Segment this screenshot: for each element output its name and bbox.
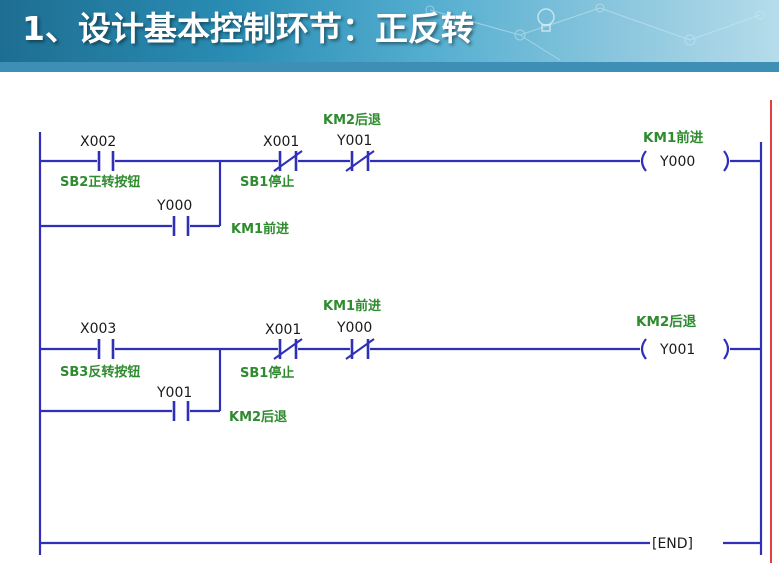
rung1-interlock-addr: Y001: [336, 133, 372, 149]
rung1-coil: [640, 150, 730, 172]
rung-2: [40, 338, 761, 421]
rung1-stop-contact: [273, 150, 303, 172]
rung2-interlock-contact: [345, 338, 375, 360]
rung1-start-label: SB2正转按钮: [60, 174, 140, 190]
rung-1: [40, 150, 761, 236]
rung2-seal-contact: [172, 401, 190, 421]
rung2-start-label: SB3反转按钮: [60, 364, 140, 380]
header-stripe: [0, 62, 779, 72]
rung1-interlock-contact: [345, 150, 375, 172]
rung1-seal-label: KM1前进: [231, 221, 289, 237]
rung2-stop-addr: X001: [265, 322, 301, 338]
rung2-coil-addr: Y001: [659, 342, 695, 358]
rung1-interlock-label: KM2后退: [323, 112, 381, 128]
end-label: [END]: [652, 536, 693, 552]
rung1-stop-label: SB1停止: [240, 174, 294, 190]
rung1-seal-contact: [172, 216, 190, 236]
rung1-start-addr: X002: [80, 134, 116, 150]
page-title: 1、设计基本控制环节：正反转: [22, 9, 474, 48]
rung2-start-contact: [97, 339, 115, 359]
rung2-seal-addr: Y001: [156, 385, 192, 401]
rung2-start-addr: X003: [80, 321, 116, 337]
rung2-coil-label: KM2后退: [636, 313, 697, 330]
rung2-coil: [640, 338, 730, 360]
rung2-stop-label: SB1停止: [240, 365, 294, 381]
rung2-interlock-label: KM1前进: [323, 298, 381, 314]
rung1-coil-addr: Y000: [659, 154, 695, 170]
rung1-coil-label: KM1前进: [643, 129, 704, 146]
rung2-interlock-addr: Y000: [336, 320, 372, 336]
rung1-seal-addr: Y000: [156, 198, 192, 214]
header-banner: 1、设计基本控制环节：正反转: [0, 0, 779, 62]
lightbulb-icon: [537, 8, 555, 32]
network-node-icon: [425, 3, 765, 61]
rung2-seal-label: KM2后退: [229, 409, 287, 425]
rung1-start-contact: [97, 151, 115, 171]
rung1-stop-addr: X001: [263, 134, 299, 150]
rung2-stop-contact: [273, 338, 303, 360]
